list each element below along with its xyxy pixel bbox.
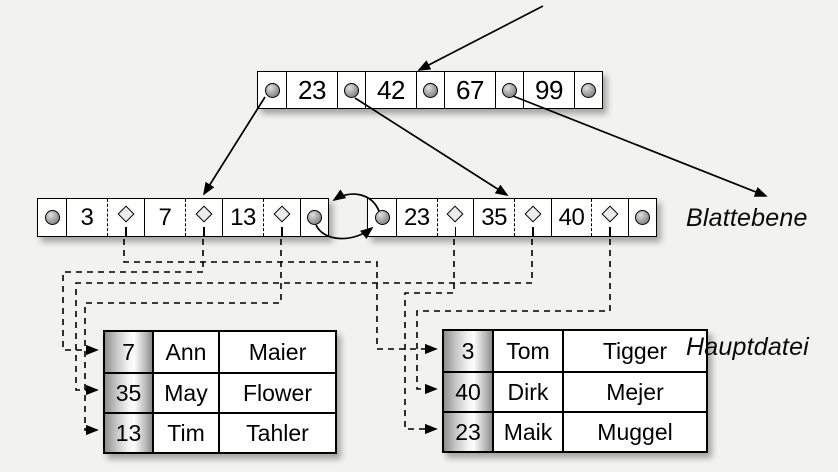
record-pointer-diamond-icon	[117, 205, 135, 222]
pointer-circle-icon	[374, 210, 390, 225]
record-id-cell: 35	[105, 372, 152, 412]
sibling-pointer-cell	[38, 199, 66, 236]
leaf-key: 23	[396, 199, 437, 236]
pointer-circle-icon	[423, 82, 438, 98]
child-pointer-cell	[337, 72, 365, 108]
record-cell: Muggel	[562, 411, 706, 451]
root-key: 23	[286, 72, 337, 108]
leaf-node-right: 23 35 40	[367, 198, 657, 237]
pointer-circle-icon	[634, 210, 650, 225]
root-key: 67	[444, 72, 495, 108]
record-cell: Maier	[218, 332, 335, 372]
leaf-key: 13	[222, 199, 263, 236]
diamond-stem	[609, 227, 611, 236]
record-cell: Ann	[152, 332, 218, 372]
root-to-next-leaf-arrow	[512, 95, 768, 197]
pointer-circle-icon	[344, 82, 359, 98]
root-entry-arrow	[417, 5, 544, 71]
pointer-circle-icon	[502, 82, 517, 98]
record-pointer-diamond-icon	[273, 205, 291, 222]
record-cell: Tom	[492, 331, 562, 371]
record-pointer-diamond-icon	[446, 205, 464, 222]
child-pointer-cell	[258, 72, 286, 108]
pointer-circle-icon	[307, 210, 322, 225]
record-cell: May	[152, 372, 218, 412]
pointer-circle-icon	[44, 210, 60, 225]
record-pointer-diamond-icon	[601, 205, 619, 222]
diamond-stem	[203, 227, 205, 236]
main-file-label: Hauptdatei	[686, 333, 809, 361]
child-pointer-cell	[416, 72, 444, 108]
record-cell: Dirk	[492, 371, 562, 411]
sibling-pointer-cell	[368, 199, 396, 236]
leaf-key: 35	[473, 199, 514, 236]
record-pointer-cell	[184, 199, 222, 236]
diamond-stem	[454, 227, 457, 236]
record-id-cell: 23	[444, 411, 492, 451]
root-node: 23 42 67 99	[257, 71, 603, 109]
record-pointer-cell	[262, 199, 300, 236]
record-pointer-cell	[436, 199, 474, 236]
record-cell: Flower	[218, 372, 335, 412]
diamond-stem	[531, 227, 534, 236]
record-pointer-cell	[106, 199, 144, 236]
root-to-left-leaf-arrow	[203, 96, 266, 196]
record-cell: Tahler	[218, 412, 335, 452]
child-pointer-cell	[495, 72, 523, 108]
root-to-right-leaf-arrow	[354, 97, 509, 196]
record-pointer-cell	[513, 199, 551, 236]
leaf-node-left: 3 7 13	[37, 198, 329, 237]
sibling-pointer-cell	[300, 199, 328, 236]
record-cell: Mejer	[562, 371, 706, 411]
diamond-stem	[281, 227, 283, 236]
record-pointer-cell	[591, 199, 628, 236]
record-cell: Tim	[152, 412, 218, 452]
leaf-key: 3	[66, 199, 107, 236]
record-cell: Maik	[492, 411, 562, 451]
record-id-cell: 40	[444, 371, 492, 411]
pointer-circle-icon	[581, 82, 596, 98]
leaf-key: 40	[550, 199, 592, 236]
root-key: 42	[365, 72, 416, 108]
leaf-key: 7	[144, 199, 185, 236]
record-id-cell: 3	[444, 331, 492, 371]
record-pointer-diamond-icon	[524, 205, 542, 222]
leaf-level-label: Blattebene	[686, 204, 808, 232]
record-id-cell: 7	[105, 332, 152, 372]
sibling-pointer-cell	[627, 199, 656, 236]
record-pointer-diamond-icon	[195, 205, 213, 222]
main-file-table-left: 7 Ann Maier 35 May Flower 13 Tim Tahler	[103, 330, 337, 454]
record-id-cell: 13	[105, 412, 152, 452]
main-file-table-right: 3 Tom Tigger 40 Dirk Mejer 23 Maik Mugge…	[442, 329, 708, 453]
root-key: 99	[523, 72, 574, 108]
child-pointer-cell	[574, 72, 602, 108]
diamond-stem	[125, 227, 127, 236]
pointer-circle-icon	[264, 82, 280, 98]
record-cell: Tigger	[562, 331, 706, 371]
